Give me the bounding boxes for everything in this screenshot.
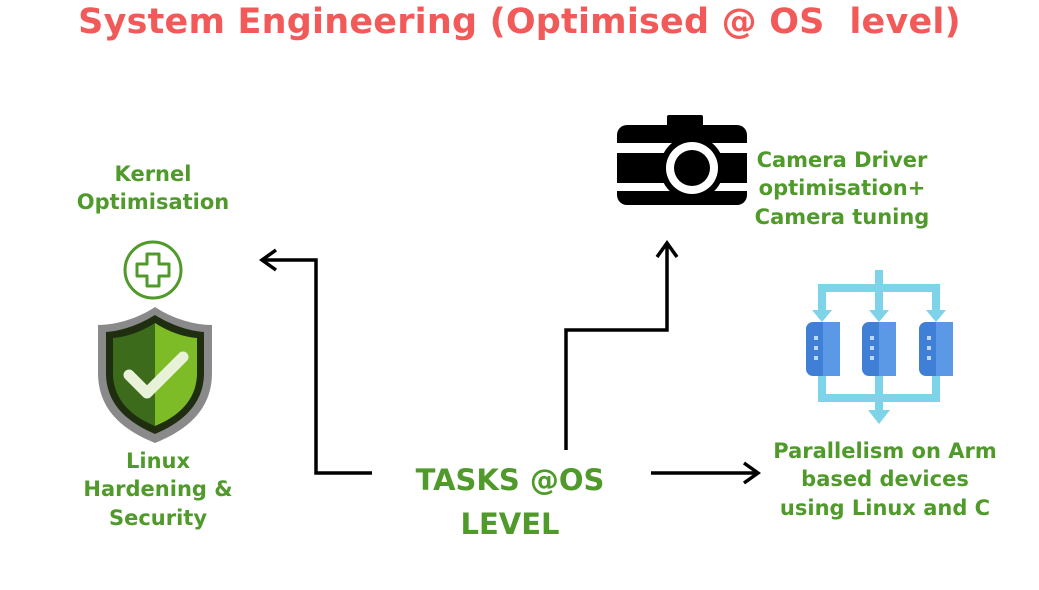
camera-label-line1: Camera Driver xyxy=(756,148,928,172)
parallel-label-line2: based devices xyxy=(801,467,969,492)
center-node-label: TASKS @OS LEVEL xyxy=(370,459,650,546)
kernel-label-line1: Kernel xyxy=(114,162,192,186)
shield-check-icon xyxy=(98,307,212,443)
parallel-label-line3: using Linux and C xyxy=(779,495,991,520)
parallel-processing-icon xyxy=(806,270,953,424)
parallel-label: Parallelism on Arm based devices using L… xyxy=(745,437,1025,522)
camera-label: Camera Driver optimisation+ Camera tunin… xyxy=(722,146,962,231)
arrowhead-kernel xyxy=(258,248,278,272)
arrowhead-parallel xyxy=(742,461,762,485)
center-label-line1: TASKS @OS xyxy=(415,463,605,497)
kernel-label-line2: Optimisation xyxy=(76,190,230,215)
camera-label-line3: Camera tuning xyxy=(754,204,930,229)
parallel-label-line1: Parallelism on Arm xyxy=(773,439,997,463)
linux-label-line1: Linux xyxy=(125,449,191,473)
arrow-to-kernel xyxy=(262,258,372,475)
camera-label-line2: optimisation+ xyxy=(758,176,926,201)
arrow-to-camera xyxy=(564,243,669,450)
page-title: System Engineering (Optimised @ OS level… xyxy=(78,2,961,42)
kernel-label: Kernel Optimisation xyxy=(40,160,266,217)
linux-label-line3: Security xyxy=(108,505,208,530)
arrowhead-camera xyxy=(655,239,679,259)
camera-icon xyxy=(617,115,747,205)
linux-label: Linux Hardening & Security xyxy=(45,447,271,532)
linux-label-line2: Hardening & xyxy=(83,477,233,502)
center-label-line2: LEVEL xyxy=(460,506,560,541)
plus-circle-icon xyxy=(123,240,183,300)
